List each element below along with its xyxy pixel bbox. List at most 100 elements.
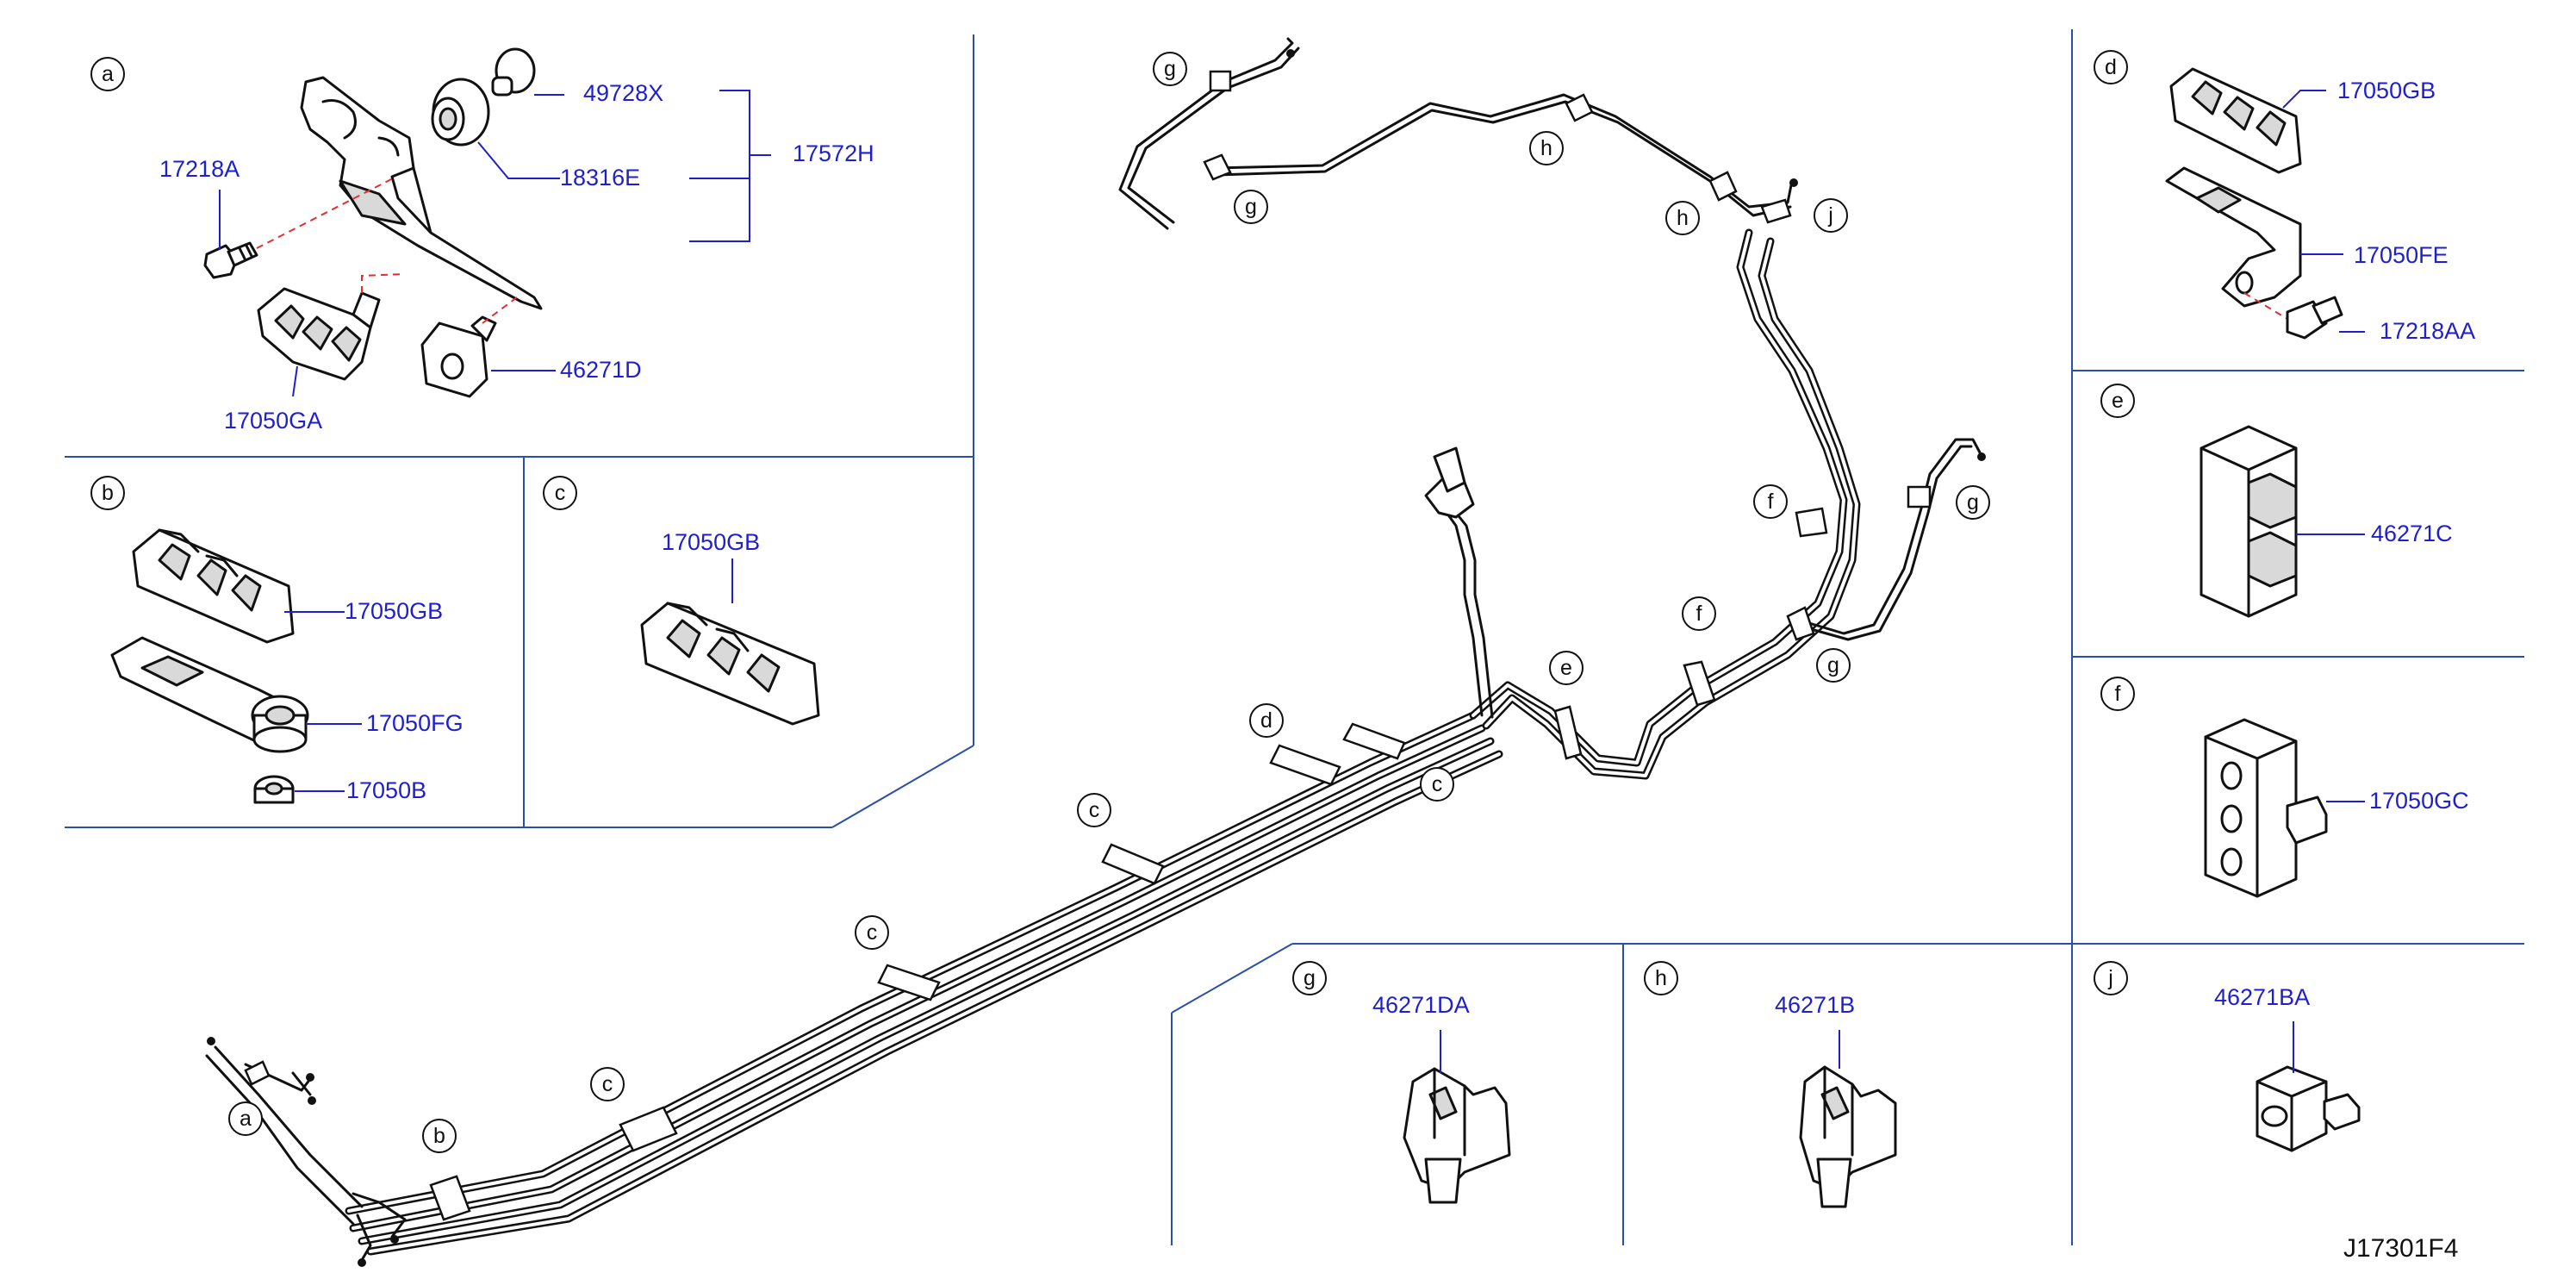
clip-46271B bbox=[1799, 1065, 1897, 1208]
section-a: a bbox=[90, 47, 874, 434]
pn-46271D: 46271D bbox=[560, 357, 642, 383]
pn-49728X: 49728X bbox=[583, 80, 663, 106]
main-callouts: a b c c c d c e f f g g g g bbox=[228, 52, 1990, 1153]
clamp-f1 bbox=[1683, 660, 1716, 707]
clamp-g4 bbox=[1786, 606, 1815, 641]
pn-17050GC: 17050GC bbox=[2369, 788, 2469, 814]
pn-18316E: 18316E bbox=[560, 165, 640, 190]
clamp-b bbox=[429, 1175, 471, 1221]
pn-17572H: 17572H bbox=[793, 140, 874, 166]
callout-main-c2: c bbox=[867, 920, 878, 945]
callout-circle-b bbox=[90, 476, 125, 510]
clip-17050GA bbox=[257, 287, 381, 381]
clip-17050GB-d bbox=[2169, 67, 2302, 174]
plate-17050FG bbox=[110, 636, 309, 753]
right-g-tube bbox=[1799, 438, 1986, 641]
grommet-18316E bbox=[431, 78, 490, 147]
section-d: d 17050GB 17050FE 17218AA bbox=[2094, 50, 2475, 344]
callout-main-c3: c bbox=[1089, 798, 1100, 822]
nut-46271BA bbox=[2256, 1065, 2361, 1152]
callout-label-g: g bbox=[1304, 966, 1316, 990]
section-frames bbox=[65, 29, 2524, 1245]
clamp-f2 bbox=[1795, 507, 1828, 538]
section-e: e 46271C bbox=[2100, 384, 2453, 618]
callout-main-e: e bbox=[1560, 656, 1572, 680]
bolt-17218A bbox=[203, 241, 258, 279]
clamp-c3 bbox=[1101, 843, 1165, 885]
section-b: b 17050GB 17050FG 17050B bbox=[90, 476, 464, 804]
pn-46271DA: 46271DA bbox=[1372, 992, 1470, 1018]
section-g: g 46271DA bbox=[1292, 961, 1511, 1204]
clamp-h1 bbox=[1565, 93, 1594, 122]
pn-17050B: 17050B bbox=[346, 777, 426, 803]
section-h: h 46271B bbox=[1644, 961, 1897, 1208]
clip-17050GB-c bbox=[640, 602, 820, 726]
callout-main-h1: h bbox=[1540, 136, 1552, 160]
callout-main-c4: c bbox=[1432, 772, 1443, 796]
nut-17050B bbox=[253, 775, 295, 804]
drawing-code: J17301F4 bbox=[2343, 1234, 2458, 1263]
pn-17218AA: 17218AA bbox=[2380, 318, 2475, 344]
bracket-17572H bbox=[300, 76, 543, 310]
section-f: f 17050GC bbox=[2100, 677, 2469, 898]
clip-17050GB-b bbox=[132, 528, 295, 644]
callout-label-c: c bbox=[555, 481, 566, 505]
bolt-17218AA bbox=[2286, 296, 2343, 340]
pn-17050FG: 17050FG bbox=[366, 710, 464, 736]
clamp-g1 bbox=[1209, 70, 1232, 92]
callout-main-c1: c bbox=[602, 1072, 613, 1096]
clamp-e bbox=[1553, 705, 1583, 760]
nut-46271D bbox=[420, 315, 497, 398]
tube-assembly: a b c c c d c e f f g g g g bbox=[205, 37, 1990, 1267]
pn-17050GB-d: 17050GB bbox=[2337, 78, 2436, 103]
callout-label-b: b bbox=[102, 481, 114, 505]
clamp-c1 bbox=[619, 1106, 678, 1152]
callout-label-a: a bbox=[102, 62, 114, 86]
clamp-17050GC bbox=[2204, 718, 2328, 898]
callout-main-j: j bbox=[1827, 203, 1833, 228]
callout-main-b: b bbox=[433, 1124, 445, 1148]
pn-17050GB-c: 17050GB bbox=[662, 529, 760, 555]
clamp-g3 bbox=[1907, 485, 1932, 508]
top-tube bbox=[1118, 37, 1798, 230]
callout-label-d: d bbox=[2105, 55, 2117, 79]
pn-17050FE: 17050FE bbox=[2354, 242, 2448, 268]
clamp-c4 bbox=[1342, 722, 1406, 760]
clamp-j bbox=[1760, 198, 1792, 224]
callout-main-g1: g bbox=[1164, 57, 1176, 81]
callout-main-g3: g bbox=[1967, 490, 1979, 515]
section-j: j 46271BA bbox=[2094, 961, 2361, 1152]
callout-circle-c bbox=[543, 476, 577, 510]
callout-label-j: j bbox=[2107, 966, 2113, 990]
upper-left-rise bbox=[1424, 446, 1494, 719]
clamp-g2 bbox=[1203, 153, 1232, 181]
tube-clamps bbox=[429, 70, 1932, 1221]
pn-46271C: 46271C bbox=[2371, 521, 2453, 546]
callout-main-f1: f bbox=[1696, 602, 1702, 626]
section-c: c 17050GB bbox=[543, 476, 820, 726]
clamp-d bbox=[1269, 744, 1341, 786]
callout-main-a: a bbox=[240, 1107, 252, 1131]
callout-circle-a bbox=[90, 57, 125, 91]
clamp-46271C bbox=[2200, 425, 2298, 618]
right-loop-tubes bbox=[1469, 228, 1861, 780]
callout-main-g4: g bbox=[1827, 653, 1839, 677]
callout-main-d: d bbox=[1260, 708, 1272, 733]
callout-main-h2: h bbox=[1677, 206, 1689, 230]
callout-label-f: f bbox=[2115, 682, 2121, 706]
callout-label-e: e bbox=[2112, 389, 2124, 413]
pn-17050GA: 17050GA bbox=[224, 408, 322, 434]
bracket-17050FE bbox=[2165, 166, 2302, 308]
pn-17218A: 17218A bbox=[159, 156, 240, 182]
pn-17050GB-b: 17050GB bbox=[345, 598, 443, 624]
clamp-c2 bbox=[877, 964, 941, 1001]
callout-label-h: h bbox=[1655, 966, 1667, 990]
callout-main-f2: f bbox=[1768, 490, 1774, 514]
clip-46271DA bbox=[1403, 1067, 1511, 1204]
plug-49728X bbox=[491, 47, 536, 97]
pn-46271BA: 46271BA bbox=[2214, 984, 2310, 1010]
callout-main-g2: g bbox=[1245, 195, 1257, 219]
pn-46271B: 46271B bbox=[1775, 992, 1855, 1018]
clamp-h2 bbox=[1708, 171, 1738, 202]
